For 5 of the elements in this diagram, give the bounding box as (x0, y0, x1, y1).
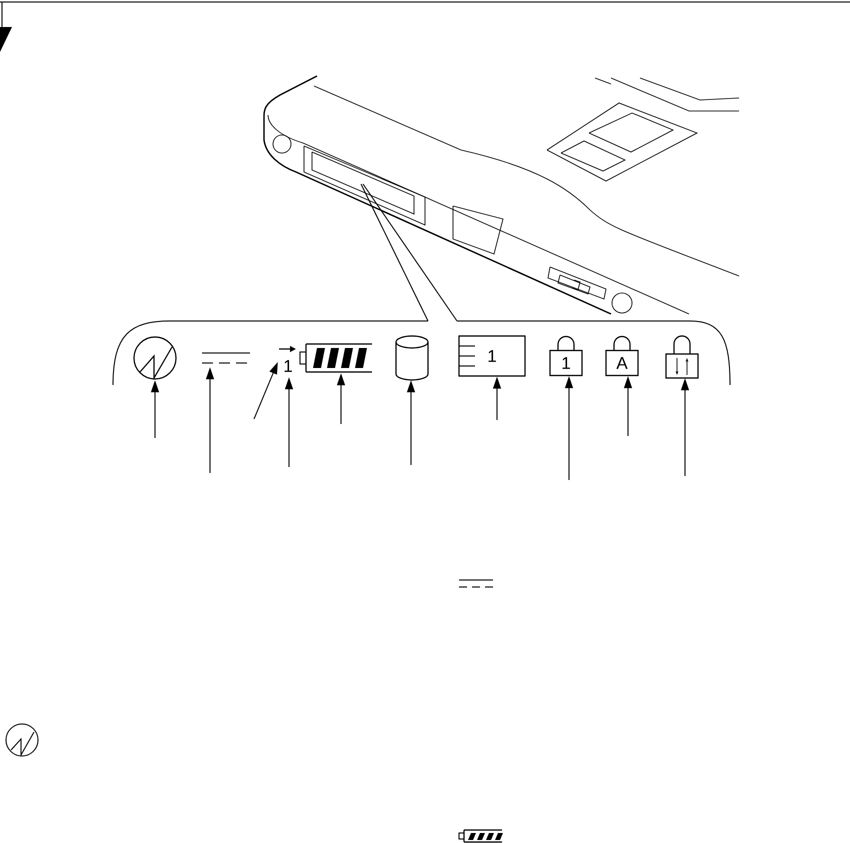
dc-symbol (202, 352, 250, 364)
disk-icon (395, 335, 429, 381)
scroll-lock-icon (665, 335, 699, 379)
power-symbol (133, 336, 177, 380)
battery-icon (300, 343, 372, 373)
